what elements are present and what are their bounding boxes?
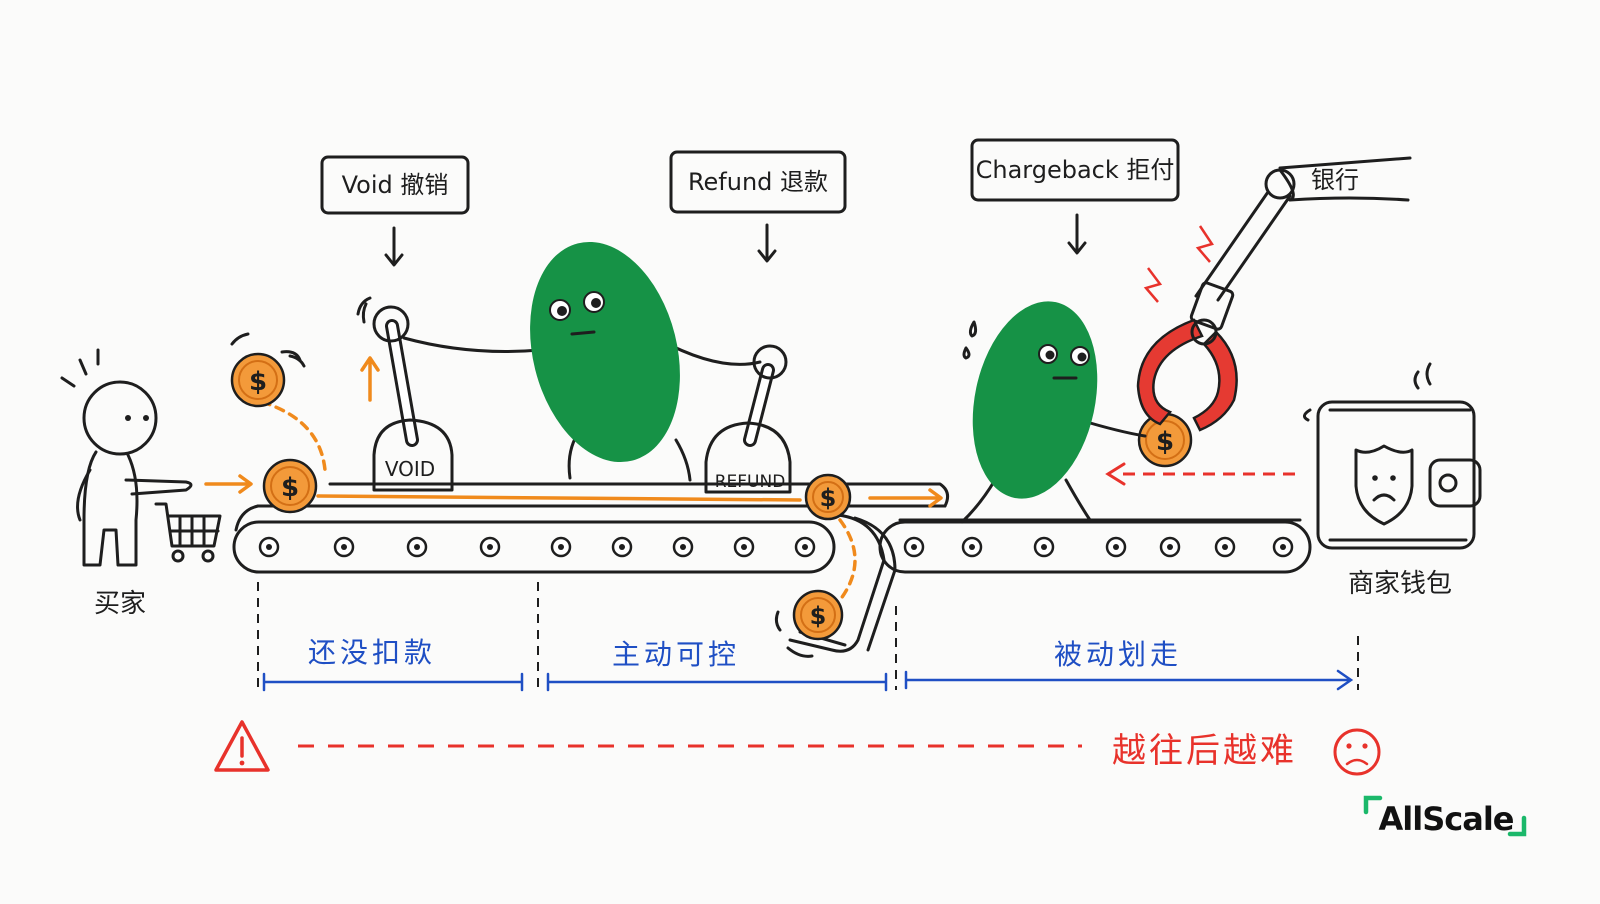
coin-on-belt: $ [262,458,318,514]
conveyor-belt-right [878,518,1312,574]
merchant-wallet-label: 商家钱包 [1348,569,1452,599]
sweat-drops-icon [962,320,978,360]
phase-spans [262,669,1354,692]
flow-arrow-icon [868,488,943,508]
svg-text:银行: 银行 [1311,166,1359,194]
lightning-icon [1143,267,1163,303]
void-lever: VOID [356,296,454,492]
bank-robot-arm: 银行 [1136,156,1412,432]
svg-text:$: $ [820,484,837,512]
void-label-box: Void 撤销 [320,155,470,267]
coin-floating: $ [230,332,306,408]
coin-returned: $ [774,589,844,658]
svg-text:$: $ [249,367,267,397]
phase-label-not-charged: 还没扣款 [308,636,436,669]
chargeback-label-box: Chargeback 拒付 [970,138,1180,255]
shield-icon [1354,444,1414,526]
svg-text:AllScale: AllScale [1379,800,1514,838]
phase-label-controllable: 主动可控 [612,638,740,671]
svg-text:$: $ [810,602,827,630]
refund-lever: REFUND [704,344,792,494]
svg-text:Refund 退款: Refund 退款 [688,168,828,196]
allscale-logo: AllScale [1363,795,1527,838]
down-arrow-icon [757,223,777,263]
coin-chargeback: $ [1137,412,1193,468]
down-arrow-icon [1067,213,1087,255]
warning-icon [214,720,270,772]
flow-line [316,494,802,502]
sad-face-icon [1333,728,1381,776]
phase-dividers [257,582,1359,690]
dashed-path [260,400,327,472]
down-arrow-icon [384,226,404,267]
left-arrow-icon [1105,462,1126,486]
merchant-character-worried [960,301,1147,524]
shopping-cart-icon [154,502,222,563]
svg-text:VOID: VOID [385,457,435,481]
svg-text:Chargeback 拒付: Chargeback 拒付 [976,156,1175,184]
lightning-icon [1195,225,1214,263]
svg-text:$: $ [1156,427,1174,457]
buyer-label: 买家 [94,589,146,619]
up-arrow-icon [360,356,380,402]
svg-text:Void 撤销: Void 撤销 [342,171,449,199]
phase-label-passive: 被动划走 [1054,638,1182,671]
warning-text: 越往后越难 [1112,731,1297,771]
flow-arrow-icon [204,474,253,494]
refund-label-box: Refund 退款 [669,150,847,263]
merchant-wallet [1303,362,1482,550]
svg-text:REFUND: REFUND [715,472,786,492]
merchant-character [402,241,762,482]
buyer-figure [60,348,193,567]
coin-refund: $ [804,473,852,521]
dashed-path [838,518,857,602]
svg-text:$: $ [281,473,299,503]
